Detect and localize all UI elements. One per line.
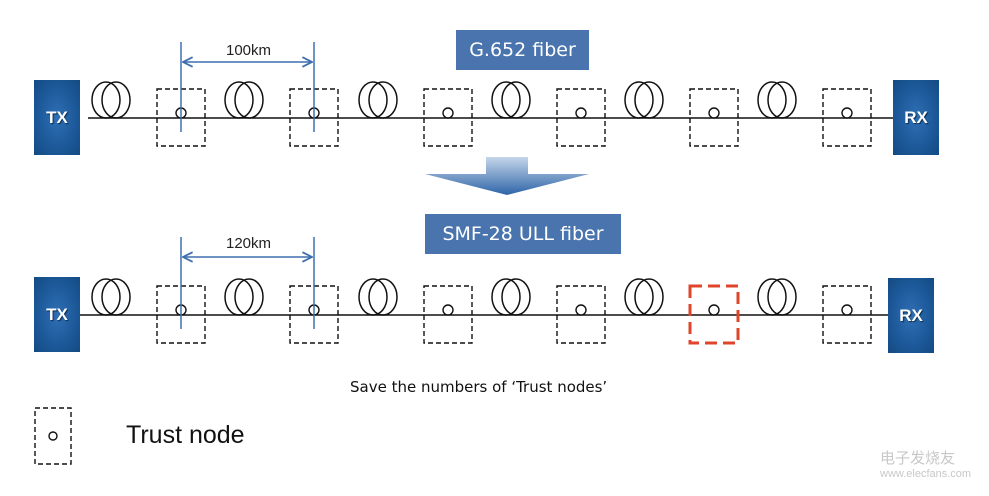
trust-node bbox=[556, 88, 606, 147]
rx-block-top: RX bbox=[893, 80, 939, 155]
fiber-spool-icon bbox=[224, 278, 264, 316]
fiber-spool-icon bbox=[757, 278, 797, 316]
trust-node bbox=[822, 88, 872, 147]
row-smf28-ull bbox=[80, 237, 888, 345]
row-g652 bbox=[88, 42, 893, 147]
trust-node bbox=[423, 88, 473, 147]
fiber-spool-icon bbox=[91, 81, 131, 119]
tx-block-top: TX bbox=[34, 80, 80, 155]
rx-block-bottom: RX bbox=[888, 278, 934, 353]
g652-fiber-label: G.652 fiber bbox=[456, 30, 589, 70]
fiber-spool-icon bbox=[757, 81, 797, 119]
trust-node bbox=[689, 88, 739, 147]
caption: Save the numbers of ‘Trust nodes’ bbox=[350, 378, 608, 396]
trust-node bbox=[556, 285, 606, 344]
watermark-url: www.elecfans.com bbox=[880, 468, 972, 480]
distance-label-bottom: 120km bbox=[226, 235, 272, 252]
fiber-spool-icon bbox=[224, 81, 264, 119]
trust-node bbox=[822, 285, 872, 344]
watermark-logo-text: 电子发烧友 bbox=[880, 450, 956, 467]
legend-label: Trust node bbox=[126, 421, 245, 449]
fiber-spool-icon bbox=[358, 81, 398, 119]
distance-label-top: 100km bbox=[226, 42, 272, 59]
fiber-spool-icon bbox=[624, 81, 664, 119]
fiber-spool-icon bbox=[624, 278, 664, 316]
fiber-spool-icon bbox=[491, 81, 531, 119]
down-arrow-icon bbox=[425, 157, 589, 195]
trust-node-highlighted bbox=[688, 284, 740, 345]
fiber-spool-icon bbox=[91, 278, 131, 316]
watermark: 电子发烧友 www.elecfans.com bbox=[842, 447, 971, 480]
trust-node bbox=[423, 285, 473, 344]
tx-block-bottom: TX bbox=[34, 277, 80, 352]
fiber-spool-icon bbox=[491, 278, 531, 316]
smf28-ull-fiber-label: SMF-28 ULL fiber bbox=[425, 214, 621, 254]
fiber-spool-icon bbox=[358, 278, 398, 316]
trust-node-icon bbox=[34, 407, 72, 465]
